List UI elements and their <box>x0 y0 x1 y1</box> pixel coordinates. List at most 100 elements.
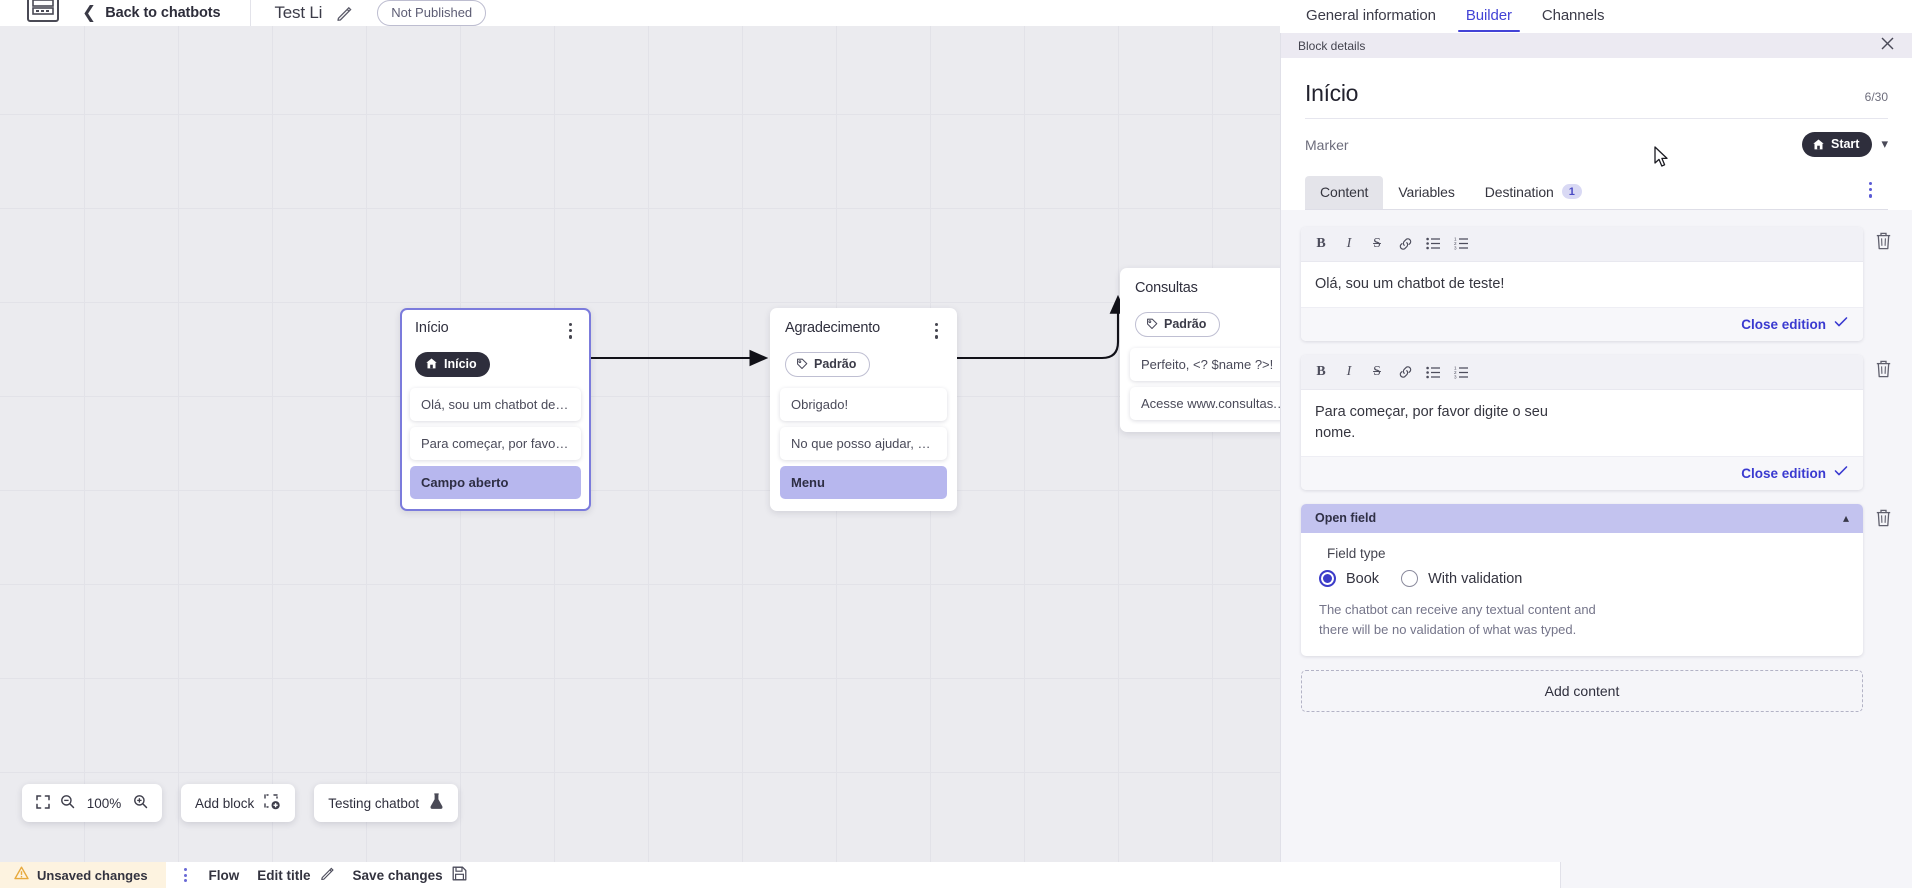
zoom-in-icon[interactable] <box>133 794 148 812</box>
block-message[interactable]: Olá, sou um chatbot de teste! <box>410 387 581 421</box>
tab-content[interactable]: Content <box>1305 175 1384 209</box>
tab-destination-label: Destination <box>1484 183 1554 200</box>
radio-option-with-validation[interactable]: With validation <box>1401 570 1522 588</box>
flow-button[interactable]: Flow <box>209 868 240 883</box>
zoom-controls: 100% <box>22 784 162 822</box>
radio-with-validation-input[interactable] <box>1401 570 1419 588</box>
back-to-chatbots-link[interactable]: Back to chatbots <box>105 5 221 21</box>
block-tag-row: Padrão <box>1130 302 1301 337</box>
save-changes-button[interactable]: Save changes <box>353 866 467 884</box>
flow-block-consultas[interactable]: Consultas Padrão Perfeito, <? $name ?>! … <box>1120 268 1311 432</box>
svg-text:1: 1 <box>1454 365 1457 370</box>
edit-title-label: Edit title <box>257 867 311 883</box>
block-tag-padrao[interactable]: Padrão <box>785 351 871 377</box>
chevron-up-icon[interactable]: ▴ <box>1842 511 1849 526</box>
tab-variables-label: Variables <box>1398 183 1455 200</box>
marker-label: Marker <box>1305 136 1349 153</box>
testing-chatbot-label: Testing chatbot <box>328 795 420 811</box>
add-block-button[interactable]: Add block <box>181 784 296 822</box>
kebab-menu-icon[interactable] <box>931 320 942 342</box>
open-field-body: Field type Book With validation <box>1301 533 1863 655</box>
marker-badge-start[interactable]: Start <box>1801 132 1873 157</box>
trash-icon[interactable] <box>1875 355 1892 383</box>
block-message[interactable]: Acesse www.consultas.com par... <box>1130 386 1301 420</box>
block-title: Início <box>415 320 449 336</box>
block-tag-inicio[interactable]: Início <box>415 351 490 377</box>
panel-title-strip: Block details <box>1281 33 1912 58</box>
flow-block-agradecimento[interactable]: Agradecimento Padrão Obrigado! No que po… <box>770 308 957 511</box>
block-header: Início <box>410 320 581 342</box>
italic-icon[interactable]: I <box>1346 364 1352 380</box>
tab-general-information[interactable]: General information <box>1306 7 1436 24</box>
zoom-out-icon[interactable] <box>60 794 75 812</box>
field-type-radio-group: Book With validation <box>1319 570 1847 588</box>
radio-book-input[interactable] <box>1319 570 1336 588</box>
check-icon[interactable] <box>1834 315 1848 333</box>
add-content-button[interactable]: Add content <box>1301 669 1863 712</box>
open-field-card[interactable]: Open field ▴ Field type Book <box>1301 504 1863 656</box>
bullet-list-icon[interactable] <box>1419 232 1447 256</box>
save-changes-label: Save changes <box>352 867 443 883</box>
flow-block-inicio[interactable]: Início Início Olá, sou um chatbot de tes… <box>400 308 591 511</box>
close-edition-button[interactable]: Close edition <box>1741 316 1826 332</box>
block-tag-padrao[interactable]: Padrão <box>1135 311 1221 337</box>
italic-icon[interactable]: I <box>1346 235 1352 251</box>
editor-text-value[interactable]: Olá, sou um chatbot de teste! <box>1315 275 1505 292</box>
panel-body: Início 6/30 Marker Start ▾ <box>1281 58 1912 888</box>
block-tag-row: Início <box>410 342 581 377</box>
block-message[interactable]: Obrigado! <box>780 387 947 421</box>
trash-icon[interactable] <box>1875 504 1892 532</box>
block-message-list: Perfeito, <? $name ?>! Acesse www.consul… <box>1130 347 1301 420</box>
testing-chatbot-button[interactable]: Testing chatbot <box>314 784 459 822</box>
pencil-icon[interactable] <box>336 5 353 22</box>
bold-icon[interactable]: B <box>1316 235 1326 251</box>
bullet-list-icon[interactable] <box>1419 360 1447 384</box>
radio-option-book[interactable]: Book <box>1319 570 1380 588</box>
unsaved-changes-indicator: Unsaved changes <box>0 862 166 888</box>
bold-icon[interactable]: B <box>1316 364 1326 380</box>
block-message-highlight[interactable]: Campo aberto <box>410 465 581 499</box>
chevron-down-icon[interactable]: ▾ <box>1881 137 1888 152</box>
page-title: Test Li <box>274 3 323 22</box>
editor-text-value[interactable]: Para começar, por favor digite o seu nom… <box>1315 404 1548 441</box>
tab-variables[interactable]: Variables <box>1383 176 1469 209</box>
zoom-level: 100% <box>86 795 122 811</box>
tab-builder[interactable]: Builder <box>1457 7 1520 32</box>
mouse-cursor <box>1654 146 1668 167</box>
flow-label: Flow <box>208 867 240 883</box>
trash-icon[interactable] <box>1875 227 1892 255</box>
chevron-left-icon[interactable]: ❮ <box>82 2 97 23</box>
close-edition-button[interactable]: Close edition <box>1741 465 1826 481</box>
strikethrough-icon[interactable]: S <box>1373 235 1381 251</box>
kebab-menu-icon[interactable] <box>180 864 191 886</box>
tab-destination[interactable]: Destination 1 <box>1470 176 1597 209</box>
open-field-header[interactable]: Open field ▴ <box>1301 504 1863 534</box>
block-message-highlight[interactable]: Menu <box>780 465 947 499</box>
kebab-menu-icon[interactable] <box>565 320 576 342</box>
close-icon[interactable] <box>1880 36 1895 55</box>
block-message[interactable]: Perfeito, <? $name ?>! <box>1130 347 1301 381</box>
panel-title-row: Início 6/30 <box>1305 80 1888 107</box>
link-icon[interactable] <box>1391 232 1419 256</box>
marker-control[interactable]: Start ▾ <box>1801 132 1888 157</box>
block-message[interactable]: No que posso ajudar, <? $name ... <box>780 426 947 460</box>
strikethrough-icon[interactable]: S <box>1373 364 1381 380</box>
link-icon[interactable] <box>1391 360 1419 384</box>
block-message[interactable]: Para começar, por favor digite o ... <box>410 426 581 460</box>
radio-book-label: Book <box>1346 570 1380 587</box>
top-tabs: General information Builder Channels <box>1280 0 1912 33</box>
fit-screen-icon[interactable] <box>36 794 50 812</box>
edit-title-button[interactable]: Edit title <box>257 866 334 884</box>
warning-triangle-icon <box>14 866 29 885</box>
statusbar-divider <box>1560 862 1561 888</box>
block-header: Consultas <box>1130 280 1301 302</box>
tab-channels[interactable]: Channels <box>1541 7 1605 24</box>
tag-icon <box>1147 318 1158 329</box>
check-icon[interactable] <box>1834 464 1848 482</box>
kebab-menu-icon[interactable] <box>1853 174 1888 209</box>
block-tag-row: Padrão <box>780 342 947 377</box>
